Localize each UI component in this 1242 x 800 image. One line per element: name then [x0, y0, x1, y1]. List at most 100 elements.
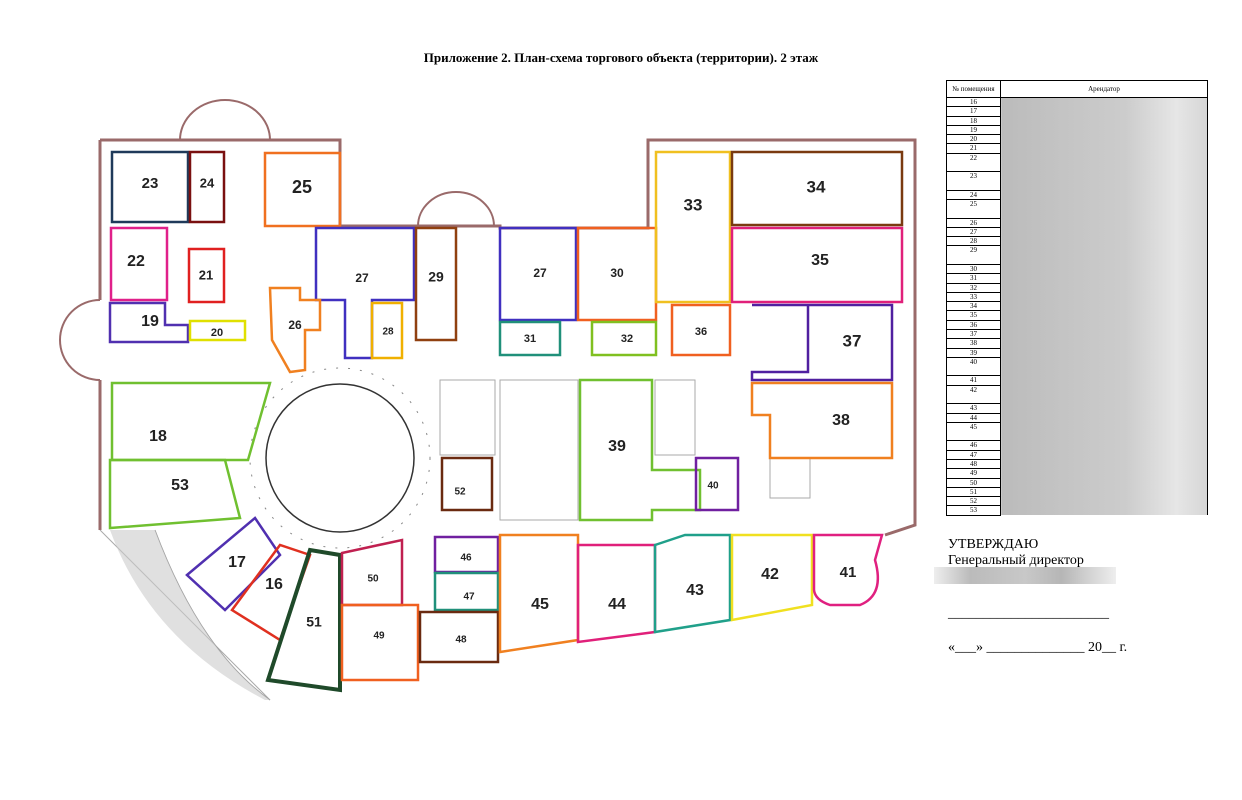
signature-line: _______________________: [948, 606, 1109, 621]
room-label: 16: [265, 576, 283, 593]
table-row: 21: [946, 143, 1208, 154]
redacted-name: [934, 567, 1116, 584]
table-row: 49: [946, 468, 1208, 479]
room-number-cell: 18: [946, 115, 1001, 126]
room-number-cell: 46: [946, 440, 1001, 451]
room-label: 35: [811, 252, 829, 269]
table-row: 39: [946, 347, 1208, 358]
room-label: 27: [355, 271, 369, 285]
tenant-cell-redacted: [1000, 478, 1208, 488]
tenant-cell-redacted: [1000, 264, 1208, 274]
hatched-terrace: [110, 530, 270, 700]
header-tenant: Арендатор: [1000, 80, 1208, 98]
room-number-cell: 26: [946, 217, 1001, 228]
tenant-cell-redacted: [1000, 236, 1208, 246]
room-labels: 23 24 25 22 21 19 20 27 29 26 28 27 30 3…: [127, 175, 861, 646]
tenant-cell-redacted: [1000, 245, 1208, 265]
room-label: 33: [684, 195, 703, 214]
tenant-cell-redacted: [1000, 505, 1208, 516]
room-number-cell: 23: [946, 171, 1001, 191]
table-row: 23: [946, 171, 1208, 191]
tenant-cell-redacted: [1000, 125, 1208, 135]
tenant-cell-redacted: [1000, 496, 1208, 506]
room-number-cell: 45: [946, 421, 1001, 442]
table-row: 35: [946, 310, 1208, 321]
room-label: 47: [463, 592, 475, 603]
tenant-cell-redacted: [1000, 357, 1208, 376]
room-number-cell: 19: [946, 124, 1001, 136]
room-number-cell: 29: [946, 245, 1001, 265]
room-label: 22: [127, 253, 145, 270]
tenant-cell-redacted: [1000, 283, 1208, 293]
room-label: 53: [171, 477, 189, 494]
table-row: 46: [946, 440, 1208, 451]
room-label: 17: [228, 554, 246, 571]
table-row: 47: [946, 449, 1208, 460]
tenant-cell-redacted: [1000, 310, 1208, 321]
tenant-cell-redacted: [1000, 301, 1208, 311]
atrium: [265, 383, 415, 533]
table-row: 29: [946, 245, 1208, 265]
tenant-cell-redacted: [1000, 116, 1208, 126]
room-number-cell: 30: [946, 263, 1001, 275]
tenant-cell-redacted: [1000, 171, 1208, 191]
room-label: 36: [695, 326, 707, 338]
room-label: 48: [455, 635, 467, 646]
table-row: 25: [946, 199, 1208, 219]
table-row: 48: [946, 458, 1208, 470]
room-number-cell: 40: [946, 356, 1001, 377]
date-line: «___» ______________ 20__ г.: [948, 640, 1128, 655]
table-row: 32: [946, 282, 1208, 293]
tenant-cell-redacted: [1000, 338, 1208, 349]
room-number-cell: 28: [946, 236, 1001, 247]
header-room-number: № помещения: [946, 80, 1001, 98]
room-number-cell: 52: [946, 496, 1001, 507]
room-label: 31: [524, 333, 536, 345]
table-row: 20: [946, 134, 1208, 145]
room-label: 27: [533, 266, 547, 280]
room-label: 40: [707, 481, 719, 492]
room-label: 25: [292, 177, 312, 197]
room-label: 26: [288, 318, 302, 332]
room-number-cell: 44: [946, 412, 1001, 423]
tenant-cell-redacted: [1000, 329, 1208, 339]
table-row: 50: [946, 477, 1208, 488]
room-number-cell: 34: [946, 301, 1001, 312]
room-number-cell: 22: [946, 152, 1001, 173]
room-label: 43: [686, 582, 704, 599]
table-row: 51: [946, 486, 1208, 498]
room-number-cell: 20: [946, 134, 1001, 145]
tenant-cell-redacted: [1000, 348, 1208, 358]
approval-position: Генеральный директор: [948, 553, 1084, 568]
room-label: 18: [149, 428, 167, 445]
table-row: 52: [946, 496, 1208, 507]
table-row: 53: [946, 505, 1208, 516]
tenant-cell-redacted: [1000, 413, 1208, 423]
room-label: 46: [460, 553, 472, 564]
table-row: 17: [946, 106, 1208, 117]
rooms: [108, 150, 904, 693]
room-label: 41: [840, 564, 857, 581]
tenant-cell-redacted: [1000, 422, 1208, 441]
table-header-row: № помещения Арендатор: [946, 80, 1208, 98]
table-row: 28: [946, 236, 1208, 247]
room-number-cell: 24: [946, 189, 1001, 201]
table-row: 19: [946, 124, 1208, 136]
room-number-cell: 37: [946, 329, 1001, 340]
room-label: 29: [428, 269, 444, 285]
room-number-cell: 35: [946, 310, 1001, 321]
document-title: Приложение 2. План-схема торгового объек…: [423, 50, 819, 65]
room-label: 44: [608, 596, 626, 613]
table-row: 30: [946, 263, 1208, 275]
tenant-cell-redacted: [1000, 320, 1208, 330]
room-number-cell: 42: [946, 384, 1001, 405]
tenant-cell-redacted: [1000, 440, 1208, 451]
table-row: 41: [946, 375, 1208, 386]
room-number-cell: 43: [946, 403, 1001, 414]
room-label: 39: [608, 438, 626, 455]
room-label: 20: [211, 327, 223, 339]
table-row: 18: [946, 115, 1208, 126]
tenant-cell-redacted: [1000, 468, 1208, 479]
